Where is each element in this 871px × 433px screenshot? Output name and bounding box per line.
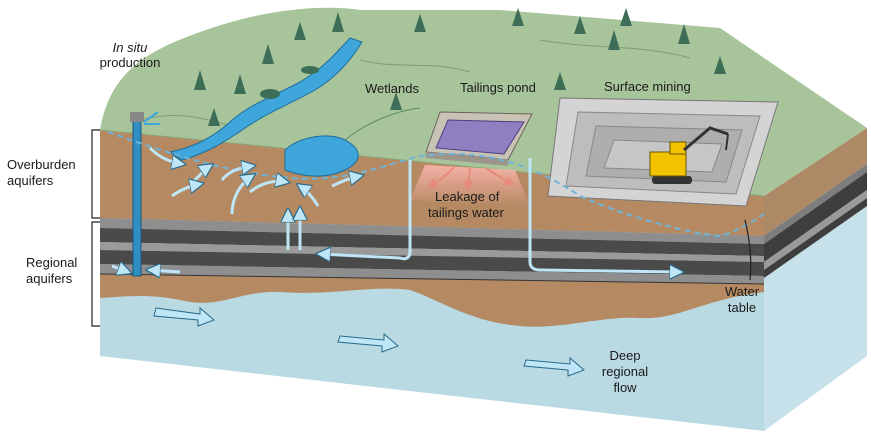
wetlands-label: Wetlands <box>365 81 419 96</box>
overburden-aquifers-label: aquifers <box>7 173 54 188</box>
leakage-label: Leakage of <box>435 189 500 204</box>
tailings-water-label: tailings water <box>428 205 504 220</box>
block-side-face <box>764 128 867 431</box>
shale-layer-1 <box>100 218 764 244</box>
regional-aquifer-gray <box>100 264 764 284</box>
dark-layer-1 <box>100 228 764 256</box>
surface-mining-label: Surface mining <box>604 79 691 94</box>
water-table-label: Water <box>724 284 760 299</box>
deep-flow-label: flow <box>613 380 637 395</box>
deep-label: Deep <box>609 348 641 363</box>
deep-regional-label: regional <box>601 364 649 379</box>
groundwater-flow-arrows <box>111 146 680 272</box>
regional-aquifers-label: aquifers <box>26 271 73 286</box>
shale-layer-2 <box>100 242 764 262</box>
in-situ-label: In situ <box>112 40 148 55</box>
in-situ-production-label: production <box>99 55 161 70</box>
sand-lens <box>100 274 764 327</box>
tailings-pond <box>410 111 533 206</box>
forest-trees <box>194 8 726 126</box>
in-situ-well <box>130 111 160 277</box>
depth-brackets <box>91 129 752 327</box>
excavator-icon <box>649 126 729 184</box>
water-table-label-2: table <box>727 300 757 315</box>
overburden-label: Overburden <box>7 157 76 172</box>
deep-flow-arrows <box>153 306 585 377</box>
tailings-pond-label: Tailings pond <box>460 80 536 95</box>
regional-label: Regional <box>26 255 78 270</box>
